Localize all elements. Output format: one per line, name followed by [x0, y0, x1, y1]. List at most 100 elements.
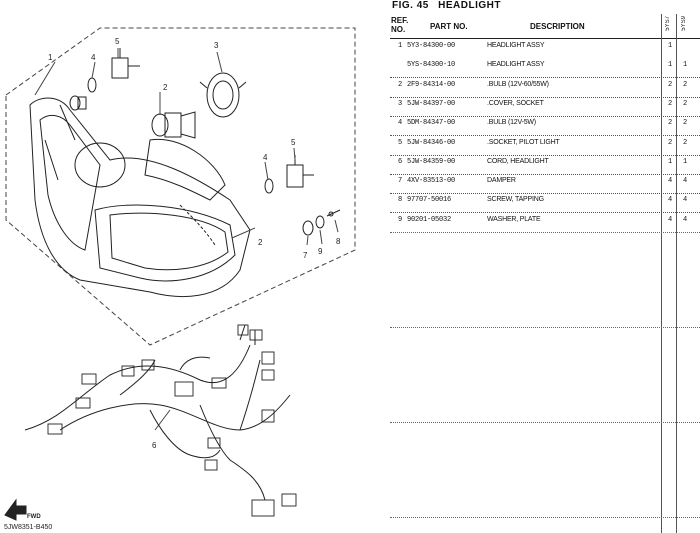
row-ref-no: 1 — [397, 42, 402, 50]
assembly-boundary — [5, 27, 356, 346]
callout-4: 4 — [91, 53, 96, 62]
callout-8: 8 — [336, 237, 341, 246]
header-model-2: 5YS9 — [681, 16, 687, 31]
row-description: DAMPER — [487, 177, 516, 185]
section-rule-3 — [390, 422, 700, 423]
callout-9: 9 — [318, 247, 323, 256]
table-row: 4 5DM-84347-00 .BULB (12V-5W) 2 2 — [390, 116, 700, 137]
figure-title: FIG. 45 HEADLIGHT — [392, 0, 501, 11]
table-row: 8 97707-50016 SCREW, TAPPING 4 4 — [390, 193, 700, 214]
row-qty-model-1: 1 — [667, 157, 672, 166]
drawing-code: 5JW8351-B450 — [4, 524, 52, 531]
column-divider-2 — [676, 14, 677, 533]
row-qty-model-2: 4 — [682, 177, 687, 186]
socket-cover — [199, 72, 247, 118]
headlight-bulb — [151, 111, 196, 139]
row-qty-model-2: 2 — [682, 138, 687, 147]
row-part-no: 5JW-84359-00 — [407, 157, 456, 166]
row-part-no: 90201-05032 — [407, 215, 452, 224]
row-ref-no: 9 — [397, 215, 402, 224]
fwd-label: FWD — [27, 514, 41, 520]
row-part-no: 97707-50016 — [407, 196, 452, 205]
row-description: SCREW, TAPPING — [487, 196, 544, 204]
section-rule-2 — [390, 327, 700, 328]
row-qty-model-2: 2 — [682, 99, 687, 108]
row-qty-model-1: 1 — [667, 61, 672, 70]
row-part-no: 5YS-84300-10 — [407, 61, 456, 70]
row-ref-no: 4 — [397, 119, 402, 128]
table-row: 2 2F9-84314-00 .BULB (12V-60/55W) 2 2 — [390, 78, 700, 98]
section-rule-1 — [390, 232, 700, 233]
pilot-light-socket-top — [111, 48, 140, 79]
row-ref-no: 6 — [397, 157, 402, 166]
table-row: 5YS-84300-10 HEADLIGHT ASSY 1 1 — [390, 58, 700, 79]
row-description: WASHER, PLATE — [487, 215, 541, 223]
row-part-no: 5Y3-84300-00 — [407, 42, 456, 50]
section-rule-4 — [390, 517, 700, 518]
callout-5: 5 — [115, 37, 120, 46]
headlight-bulb-left — [69, 95, 87, 111]
row-description: .SOCKET, PILOT LIGHT — [487, 138, 560, 146]
row-qty-model-2: 1 — [682, 61, 687, 70]
header-description: DESCRIPTION — [530, 22, 585, 31]
row-part-no: 5DM-84347-00 — [407, 119, 456, 128]
header-part-no: PART NO. — [430, 22, 468, 31]
row-qty-model-1: 2 — [667, 80, 672, 89]
figure-name: HEADLIGHT — [438, 0, 501, 11]
row-description: .COVER, SOCKET — [487, 99, 544, 107]
row-description: HEADLIGHT ASSY — [487, 42, 545, 49]
callout-1: 1 — [48, 53, 53, 62]
row-qty-model-1: 2 — [667, 138, 672, 147]
row-qty-model-2: 2 — [682, 80, 687, 89]
fwd-arrow-icon — [4, 498, 27, 521]
row-part-no: 5JW-84397-00 — [407, 99, 456, 108]
exploded-view-diagram: 1 2 2 3 4 4 5 5 6 7 8 9 FWD 5JW8351-B450 — [4, 27, 356, 531]
headlight-housing — [29, 97, 251, 297]
header-model-1: 5YS7 — [665, 16, 671, 31]
header-ref-no: REF. NO. — [391, 16, 409, 34]
pilot-bulb-top — [87, 77, 97, 93]
pilot-light-socket-mid — [286, 155, 314, 188]
row-description: .BULB (12V-60/55W) — [487, 80, 549, 88]
callout-4b: 4 — [263, 153, 268, 162]
table-row: 5 5JW-84346-00 .SOCKET, PILOT LIGHT 2 2 — [390, 136, 700, 156]
row-ref-no: 3 — [397, 99, 402, 108]
row-ref-no: 8 — [397, 196, 402, 205]
row-qty-model-2: 4 — [682, 215, 687, 224]
row-qty-model-2: 2 — [682, 119, 687, 128]
callout-labels: 1 2 2 3 4 4 5 5 6 7 8 9 FWD 5JW8351-B450 — [4, 37, 341, 531]
table-row: 1 5Y3-84300-00 HEADLIGHT ASSY 1 — [390, 39, 700, 58]
row-description: HEADLIGHT ASSY — [487, 61, 545, 69]
wiring-harness — [24, 324, 291, 501]
damper-washer-screw — [302, 209, 341, 236]
row-ref-no: 5 — [397, 138, 402, 147]
row-qty-model-1: 2 — [667, 119, 672, 128]
callout-6: 6 — [152, 441, 157, 450]
row-qty-model-1: 4 — [667, 177, 672, 186]
row-qty-model-2: 1 — [682, 157, 687, 166]
row-part-no: 4XV-83513-00 — [407, 177, 456, 186]
column-divider-1 — [661, 14, 662, 533]
row-description: .BULB (12V-5W) — [487, 119, 536, 127]
callout-2b: 2 — [258, 238, 263, 247]
row-part-no: 2F9-84314-00 — [407, 80, 456, 89]
row-qty-model-1: 2 — [667, 99, 672, 108]
figure-label: FIG. 45 — [392, 0, 429, 11]
table-row: 9 90201-05032 WASHER, PLATE 4 4 — [390, 213, 700, 233]
callout-7: 7 — [303, 251, 308, 260]
row-qty-model-1: 4 — [667, 196, 672, 205]
callout-3: 3 — [214, 41, 219, 50]
pilot-bulb-mid — [264, 178, 274, 194]
row-part-no: 5JW-84346-00 — [407, 138, 456, 147]
table-row: 3 5JW-84397-00 .COVER, SOCKET 2 2 — [390, 97, 700, 117]
callout-5b: 5 — [291, 138, 296, 147]
row-ref-no: 2 — [397, 80, 402, 89]
callout-2: 2 — [163, 83, 168, 92]
table-header: REF. NO. PART NO. DESCRIPTION 5YS7 5YS9 — [390, 14, 700, 39]
row-qty-model-1: 1 — [667, 42, 672, 50]
row-qty-model-2: 4 — [682, 196, 687, 205]
harness-connectors — [47, 324, 297, 517]
row-qty-model-1: 4 — [667, 215, 672, 224]
